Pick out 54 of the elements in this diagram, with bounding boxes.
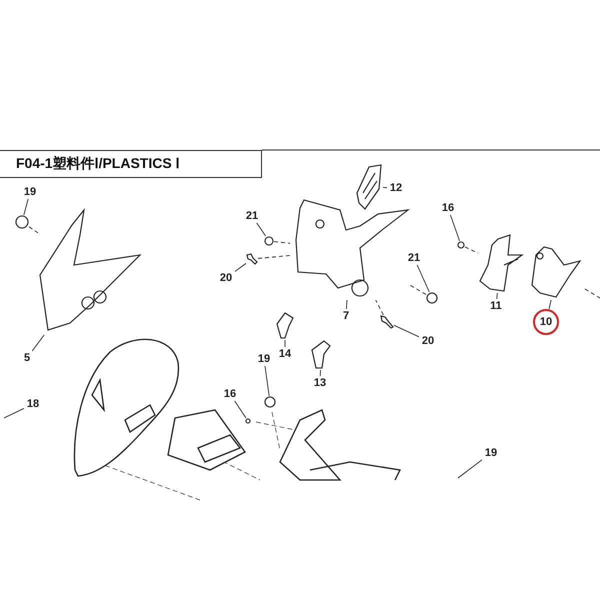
callout-number: 20 <box>217 271 235 285</box>
callout-number: 21 <box>405 251 423 265</box>
leader-line <box>258 255 290 259</box>
callout-number: 5 <box>18 351 36 365</box>
bolt-drawing <box>246 253 258 265</box>
leader-line <box>458 459 482 478</box>
leader-line <box>234 400 246 418</box>
callout-number: 19 <box>21 185 39 199</box>
grommet-drawing <box>275 312 295 340</box>
leader-line <box>382 187 388 188</box>
grommet-drawing <box>310 340 332 370</box>
callout-number: 16 <box>221 387 239 401</box>
callout-number: 12 <box>387 181 405 195</box>
bolt-drawing <box>264 236 274 246</box>
callout-number: 13 <box>311 376 329 390</box>
leader-line <box>548 300 552 310</box>
leader-line <box>375 300 384 316</box>
leader-line <box>320 370 321 376</box>
leader-line <box>234 262 246 272</box>
leader-line <box>32 334 45 352</box>
diagram-title: F04-1塑料件Ⅰ/PLASTICS Ⅰ <box>0 150 262 178</box>
leader-line <box>284 340 286 348</box>
cover-panel-drawing <box>355 163 383 211</box>
callout-number: 19 <box>482 446 500 460</box>
leader-line <box>4 408 24 418</box>
bolt-drawing <box>426 292 438 304</box>
leader-line <box>264 366 270 396</box>
leader-line <box>23 198 29 216</box>
leader-line <box>410 284 426 295</box>
callout-number: 11 <box>487 299 505 313</box>
leader-line <box>274 241 290 244</box>
clip-drawing <box>457 241 465 249</box>
leader-line <box>450 214 460 242</box>
leader-line <box>584 288 600 298</box>
leader-line <box>346 300 348 310</box>
leader-line <box>464 246 478 254</box>
callout-number: 7 <box>337 309 355 323</box>
leader-line <box>28 226 40 235</box>
callout-number: 14 <box>276 347 294 361</box>
leader-line <box>416 264 430 292</box>
callout-number: 10 <box>533 309 559 335</box>
callout-number: 18 <box>24 397 42 411</box>
leader-line <box>496 292 498 300</box>
clip-drawing <box>245 418 251 424</box>
callout-number: 19 <box>255 352 273 366</box>
bracket-drawing <box>478 235 523 293</box>
bolt-drawing <box>380 315 394 329</box>
leader-line <box>256 222 266 236</box>
callout-number: 21 <box>243 209 261 223</box>
leader-line <box>394 324 420 338</box>
washer-drawing <box>264 396 276 408</box>
callout-number: 20 <box>419 334 437 348</box>
washer-drawing <box>15 215 29 229</box>
callout-number: 16 <box>439 201 457 215</box>
